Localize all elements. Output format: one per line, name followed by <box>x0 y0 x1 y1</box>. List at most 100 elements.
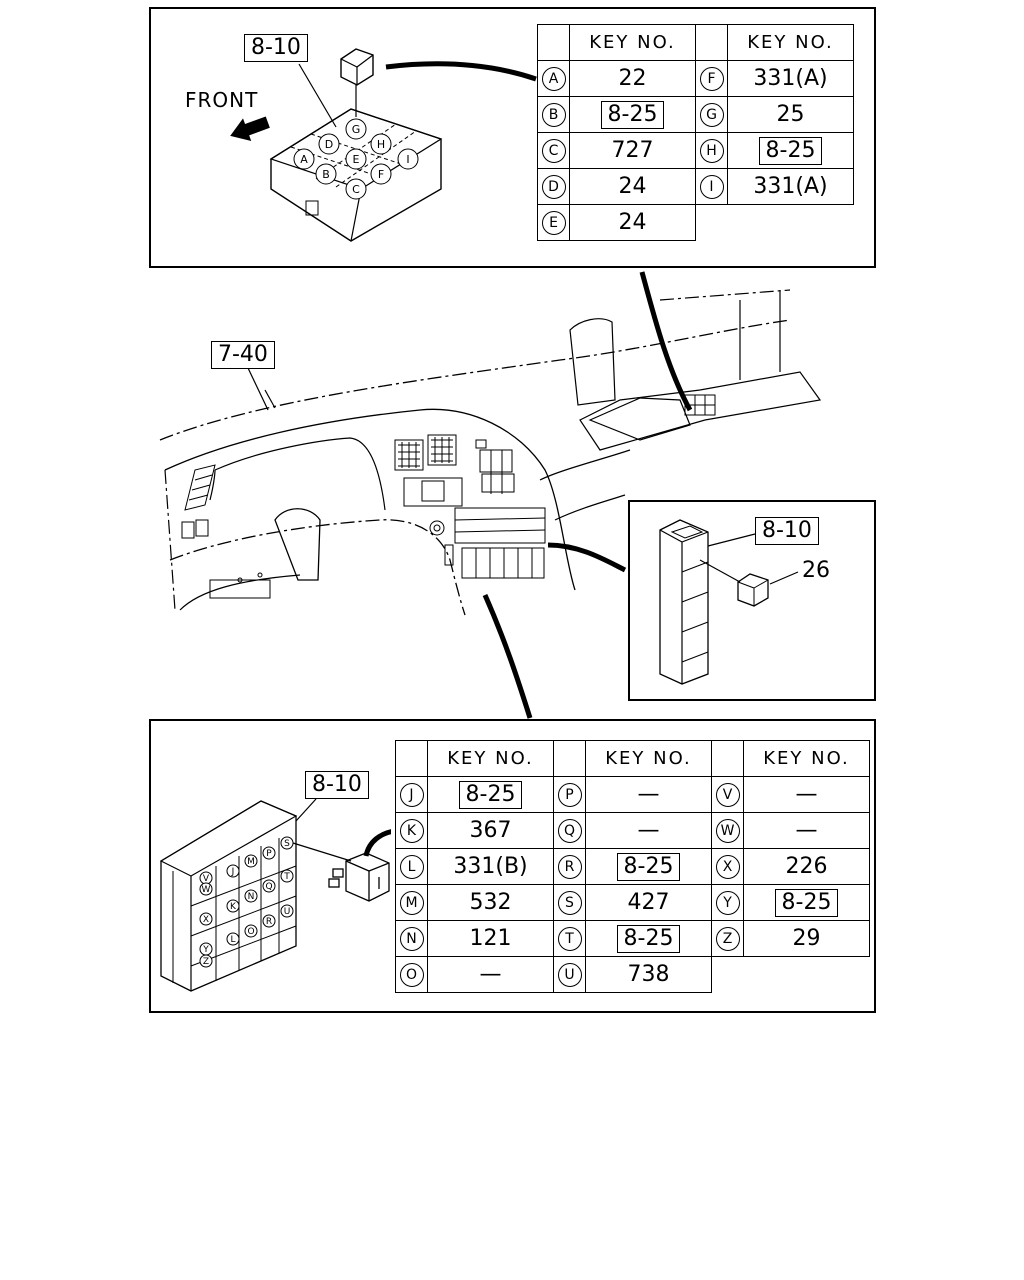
relay-icon <box>328 852 390 902</box>
key-cell: 427 <box>585 884 712 921</box>
svg-text:D: D <box>325 138 333 151</box>
table-header: KEY NO. <box>585 740 712 777</box>
table-header: KEY NO. <box>743 740 870 777</box>
key-cell: 29 <box>743 920 870 957</box>
svg-text:S: S <box>284 839 290 849</box>
key-cell: 367 <box>427 812 554 849</box>
key-cell: 738 <box>585 956 712 993</box>
svg-text:W: W <box>202 885 211 895</box>
ref-label-7-40: 7-40 <box>211 341 275 369</box>
circled-letter-icon: W <box>715 818 740 843</box>
key-cell: — <box>427 956 554 993</box>
ref-label-8-10-bottom: 8-10 <box>305 771 369 799</box>
svg-text:N: N <box>248 892 255 902</box>
circled-letter-icon: O <box>399 962 424 987</box>
key-cell: 24 <box>569 204 696 241</box>
side-panel: 8-10 26 <box>628 500 876 701</box>
ref-label-8-10-side: 8-10 <box>755 517 819 545</box>
svg-text:I: I <box>406 153 409 166</box>
circled-letter-icon: X <box>715 854 740 879</box>
ref-label-8-10-top: 8-10 <box>244 34 308 62</box>
relay-icon <box>737 573 769 607</box>
svg-text:P: P <box>266 849 272 859</box>
top-panel: A B C D E F G H I 8-10 FRONT KEY NO. KEY… <box>149 7 876 268</box>
circled-letter-icon: Q <box>557 818 582 843</box>
circled-letter-icon: H <box>699 138 724 163</box>
fuse-block-illustration: V W X Y Z J K L M N O P Q R S T U <box>159 798 391 992</box>
key-cell-boxed: 8-25 <box>758 136 823 165</box>
svg-text:O: O <box>247 927 254 937</box>
circled-letter-icon: P <box>557 782 582 807</box>
svg-text:Q: Q <box>265 882 272 892</box>
svg-text:Y: Y <box>202 945 209 955</box>
part-number-26: 26 <box>802 558 830 583</box>
svg-text:V: V <box>203 874 210 884</box>
svg-text:F: F <box>378 168 384 181</box>
svg-text:A: A <box>300 153 308 166</box>
svg-text:T: T <box>283 872 290 882</box>
svg-text:R: R <box>266 917 272 927</box>
circled-letter-icon: S <box>557 890 582 915</box>
key-cell-boxed: 8-25 <box>458 780 523 809</box>
svg-text:J: J <box>231 867 235 877</box>
relay-cluster-icon <box>684 394 716 416</box>
table-header: KEY NO. <box>427 740 554 777</box>
svg-text:B: B <box>322 168 330 181</box>
circled-letter-icon: J <box>399 782 424 807</box>
circled-letter-icon: T <box>557 926 582 951</box>
key-cell: 331(A) <box>727 168 854 205</box>
key-cell-boxed: 8-25 <box>616 924 681 953</box>
front-label: FRONT <box>185 88 259 112</box>
key-cell: 226 <box>743 848 870 885</box>
circled-letter-icon: B <box>541 102 566 127</box>
circled-letter-icon: G <box>699 102 724 127</box>
key-cell-boxed: 8-25 <box>600 100 665 129</box>
key-cell: 532 <box>427 884 554 921</box>
svg-text:E: E <box>353 153 360 166</box>
key-cell: — <box>585 776 712 813</box>
bottom-panel: V W X Y Z J K L M N O P Q R S T U 8- <box>149 719 876 1013</box>
relay-cube-icon <box>340 48 374 86</box>
key-cell: 331(B) <box>427 848 554 885</box>
circled-letter-icon: K <box>399 818 424 843</box>
circled-letter-icon: M <box>399 890 424 915</box>
svg-text:X: X <box>203 915 209 925</box>
relay-block-illustration: A B C D E F G H I <box>230 48 537 242</box>
table-header: KEY NO. <box>727 24 854 61</box>
circled-letter-icon: A <box>541 66 566 91</box>
dashboard-illustration <box>159 271 822 719</box>
circled-letter-icon: N <box>399 926 424 951</box>
circled-letter-icon: D <box>541 174 566 199</box>
front-arrow-icon <box>230 116 270 141</box>
key-cell-boxed: 8-25 <box>774 888 839 917</box>
svg-text:U: U <box>284 907 291 917</box>
circled-letter-icon: C <box>541 138 566 163</box>
svg-text:K: K <box>230 902 237 912</box>
relay-strip-illustration <box>659 519 799 685</box>
circled-letter-icon: Y <box>715 890 740 915</box>
svg-text:H: H <box>377 138 385 151</box>
key-cell: 121 <box>427 920 554 957</box>
svg-text:M: M <box>247 857 255 867</box>
circled-letter-icon: F <box>699 66 724 91</box>
circled-letter-icon: U <box>557 962 582 987</box>
circled-letter-icon: V <box>715 782 740 807</box>
circled-letter-icon: I <box>699 174 724 199</box>
key-cell-boxed: 8-25 <box>616 852 681 881</box>
key-cell: 24 <box>569 168 696 205</box>
circled-letter-icon: Z <box>715 926 740 951</box>
svg-text:C: C <box>352 183 360 196</box>
circled-letter-icon: R <box>557 854 582 879</box>
svg-text:Z: Z <box>203 957 209 967</box>
svg-text:G: G <box>352 123 361 136</box>
key-cell: — <box>585 812 712 849</box>
key-cell: — <box>743 776 870 813</box>
svg-text:L: L <box>230 935 235 945</box>
circled-letter-icon: L <box>399 854 424 879</box>
key-cell: 25 <box>727 96 854 133</box>
circled-letter-icon: E <box>541 210 566 235</box>
key-cell: — <box>743 812 870 849</box>
key-cell: 22 <box>569 60 696 97</box>
